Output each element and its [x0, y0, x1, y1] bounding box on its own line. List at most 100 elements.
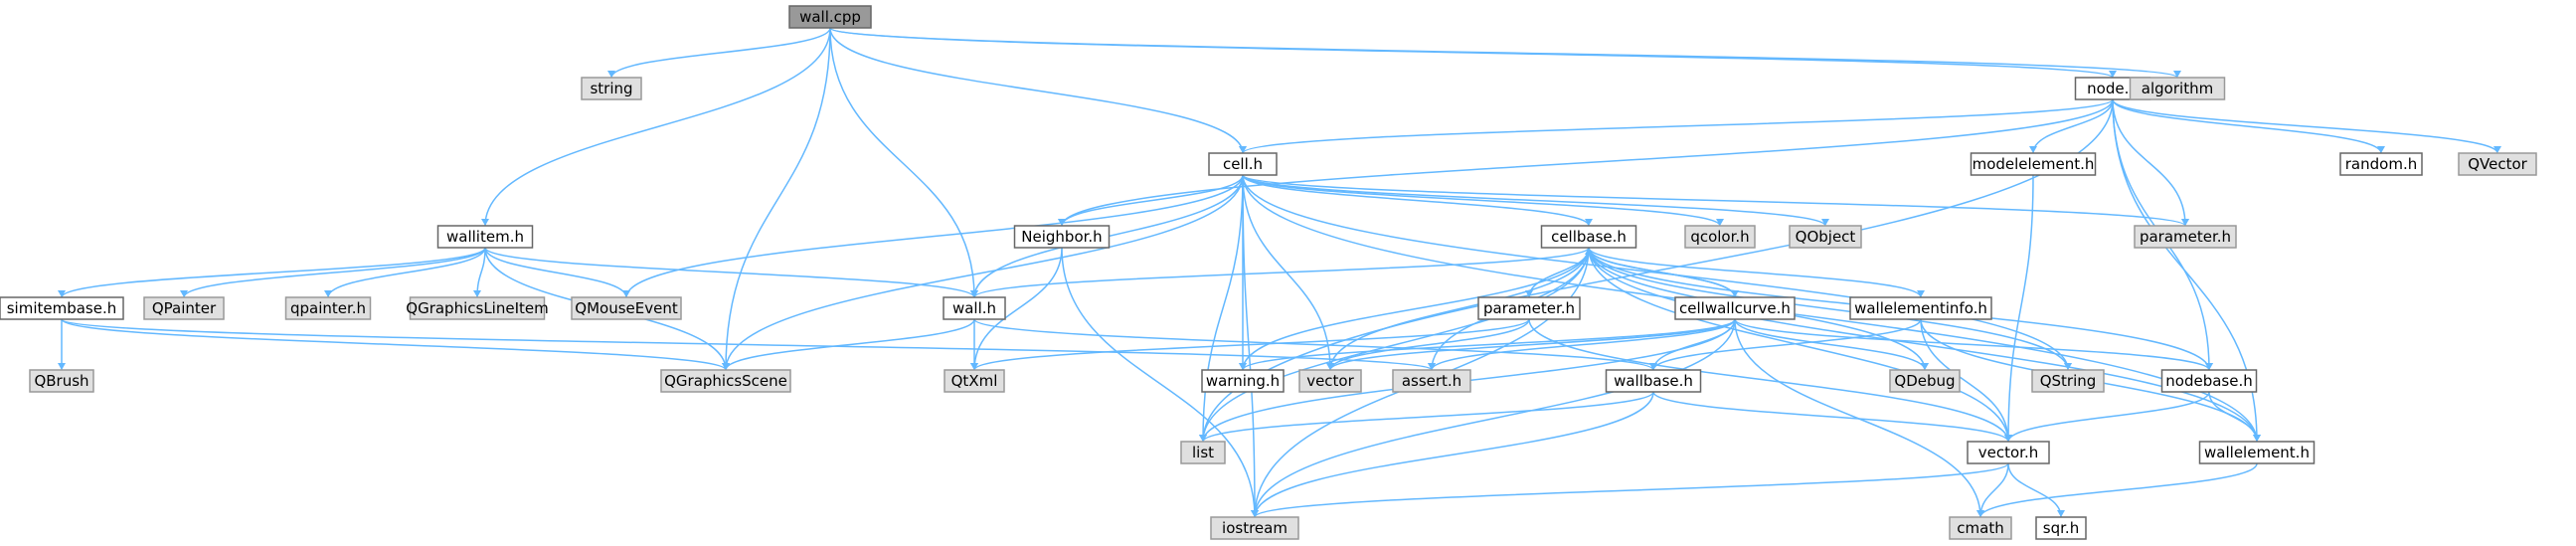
node-cell-h[interactable]: cell.h: [1208, 152, 1278, 176]
edge-arrowhead: [1921, 363, 1929, 370]
node-label: iostream: [1222, 519, 1288, 537]
edge-arrowhead: [1239, 146, 1247, 153]
edge-arrowhead: [1976, 510, 1984, 517]
edge-cell-h-to-qstring: [1242, 174, 2069, 371]
node-label: cell.h: [1223, 155, 1263, 173]
node-box: [0, 296, 124, 320]
node-nodebase-h[interactable]: nodebase.h: [2160, 369, 2258, 393]
node-cellwallcurve-h[interactable]: cellwallcurve.h: [1674, 296, 1796, 320]
node-label: QObject: [1796, 228, 1856, 246]
node-label: QPainter: [152, 299, 217, 317]
node-label: random.h: [2345, 155, 2417, 173]
edge-simitembase-h-to-qgraphicsscene: [61, 318, 727, 371]
node-qvector: QVector: [2458, 152, 2537, 176]
node-box: [143, 296, 225, 320]
node-label: qcolor.h: [1690, 228, 1749, 246]
edge-arrowhead: [473, 290, 481, 297]
node-box: [284, 296, 372, 320]
node-box: [1889, 369, 1961, 393]
node-vector-h[interactable]: vector.h: [1967, 441, 2050, 464]
node-label: Neighbor.h: [1021, 228, 1102, 246]
edge-arrowhead: [1585, 219, 1593, 226]
node-wallelement-h[interactable]: wallelement.h: [2198, 441, 2316, 464]
node-wallelementinfo-h[interactable]: wallelementinfo.h: [1849, 296, 1992, 320]
edge-wallitem-h-to-qpainter: [183, 247, 486, 298]
node-qobject: QObject: [1789, 225, 1862, 249]
edge-arrowhead: [2173, 71, 2181, 78]
edge-cellbase-h-to-qstring: [1588, 247, 2069, 371]
node-box: [581, 77, 642, 100]
node-box: [2129, 77, 2226, 100]
edge-wallelement-h-to-cmath: [1979, 462, 2258, 518]
edge-wallelement-h-to-cellbase-h: [1588, 247, 2258, 443]
edge-arrowhead: [1326, 363, 1334, 370]
node-label: QDebug: [1894, 372, 1955, 390]
edge-cell-h-to-qobject: [1242, 174, 1826, 227]
node-box: [1013, 225, 1111, 249]
node-box: [944, 369, 1005, 393]
node-random-h[interactable]: random.h: [2339, 152, 2423, 176]
node-wall-cpp[interactable]: wall.cpp: [788, 5, 872, 29]
edge-cellbase-h-to-list: [1202, 247, 1590, 443]
edge-nodebase-h-to-vector-h: [2007, 391, 2210, 443]
node-label: assert.h: [1402, 372, 1461, 390]
node-box: [1298, 369, 1362, 393]
node-list: list: [1180, 441, 1226, 464]
node-box: [2198, 441, 2316, 464]
node-wallbase-h[interactable]: wallbase.h: [1605, 369, 1702, 393]
node-wallitem-h[interactable]: wallitem.h: [436, 225, 534, 249]
node-box: [436, 225, 534, 249]
node-qgraphicslineitem: QGraphicsLineItem: [406, 296, 549, 320]
edge-arrowhead: [607, 71, 615, 78]
node-label: QVector: [2468, 155, 2527, 173]
edge-arrowhead: [1917, 290, 1925, 297]
edge-arrowhead: [1821, 219, 1829, 226]
edge-arrowhead: [2029, 146, 2037, 153]
node-box: [571, 296, 682, 320]
node-label: warning.h: [1206, 372, 1280, 390]
node-box: [1789, 225, 1862, 249]
node-label: algorithm: [2142, 80, 2213, 97]
node-qtxml: QtXml: [944, 369, 1005, 393]
edge-arrowhead: [58, 290, 66, 297]
edge-vector-h-to-sqr-h: [2007, 462, 2062, 518]
node-qbrush: QBrush: [29, 369, 94, 393]
node-label: cmath: [1957, 519, 2003, 537]
node-box: [409, 296, 546, 320]
node-sqr-h[interactable]: sqr.h: [2035, 516, 2087, 540]
edge-cellbase-h-to-warning-h: [1242, 247, 1590, 371]
edge-cellwallcurve-h-to-vector: [1329, 318, 1736, 371]
node-label: node.h: [2087, 80, 2139, 97]
node-label: parameter.h: [1483, 299, 1575, 317]
edge-arrowhead: [1525, 290, 1533, 297]
edge-neighbor-h-to-qtxml: [973, 247, 1063, 371]
node-label: QMouseEvent: [575, 299, 678, 317]
node-qcolor-h: qcolor.h: [1684, 225, 1756, 249]
node-cellbase-h[interactable]: cellbase.h: [1540, 225, 1637, 249]
node-label: cellwallcurve.h: [1679, 299, 1791, 317]
node-qpainter-h: qpainter.h: [284, 296, 372, 320]
node-box: [2031, 369, 2105, 393]
edge-arrowhead: [481, 219, 489, 226]
node-box: [1684, 225, 1756, 249]
edge-cell-h-to-iostream: [1242, 174, 1256, 518]
edge-node-h-to-random-h: [2112, 98, 2382, 154]
node-box: [1210, 516, 1299, 540]
node-label: vector.h: [1978, 444, 2038, 461]
node-label: QGraphicsLineItem: [406, 299, 548, 317]
edge-cellwallcurve-h-to-cellbase-h: [1588, 247, 1736, 298]
node-box: [1477, 296, 1581, 320]
edge-cellwallcurve-h-to-assert-h: [1431, 318, 1736, 371]
node-neighbor-h[interactable]: Neighbor.h: [1013, 225, 1111, 249]
node-parameter-h[interactable]: parameter.h: [1477, 296, 1581, 320]
node-modelelement-h[interactable]: modelelement.h: [1970, 152, 2097, 176]
node-label: wallelement.h: [2204, 444, 2310, 461]
edge-arrowhead: [2181, 219, 2189, 226]
node-box: [2134, 225, 2237, 249]
edge-arrowhead: [970, 290, 978, 297]
node-warning-h[interactable]: warning.h: [1201, 369, 1285, 393]
node-simitembase-h[interactable]: simitembase.h: [0, 296, 124, 320]
node-label: wallitem.h: [446, 228, 524, 246]
edge-cell-h-to-neighbor-h: [1061, 174, 1244, 227]
node-wall-h[interactable]: wall.h: [943, 296, 1006, 320]
